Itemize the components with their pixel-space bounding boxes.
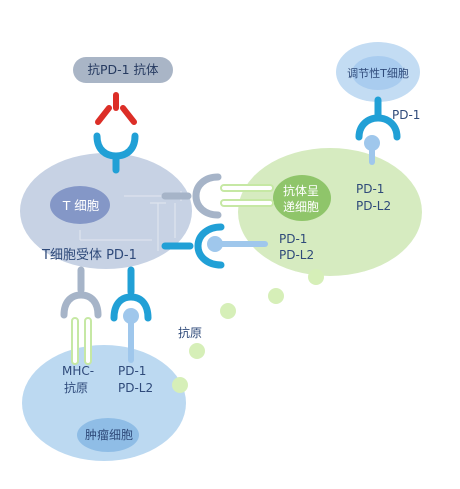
- tumor-cell-label: 肿瘤细胞: [84, 428, 133, 442]
- antigen-dots: [172, 269, 324, 393]
- tumor-mhc-label-line2: 抗原: [64, 381, 89, 395]
- regulatory-t-cell-nucleus: [352, 56, 404, 90]
- antigen-label: 抗原: [178, 326, 203, 340]
- t-cell-label: T 细胞: [62, 198, 100, 213]
- t-cell-receptor-bottom: [60, 266, 102, 319]
- tumor-pd1-label: PD-1: [118, 364, 147, 378]
- t-cell-nucleus: [50, 186, 110, 224]
- regulatory-t-cell-pd1-label: PD-1: [392, 108, 421, 122]
- regulatory-t-cell-pd1: [355, 96, 401, 141]
- apc-pdl2-label: PD-L2: [356, 199, 392, 213]
- tumor-pdl2: [123, 308, 139, 363]
- apc-pdl2-top: [364, 135, 380, 165]
- regulatory-t-cell-label: 调节性T细胞: [347, 67, 409, 80]
- tumor-cell-nucleus: [77, 418, 139, 452]
- t-cell-pd1-right: [161, 223, 225, 269]
- apc-label-line2: 递细胞: [282, 200, 319, 214]
- t-cell-receptor-labels: T细胞受体 PD-1: [42, 248, 137, 263]
- apc-pd1-label: PD-1: [356, 182, 385, 196]
- t-cell-receptor-gray: [161, 173, 222, 219]
- apc-mhc-antigen: [220, 184, 274, 207]
- t-cell-pd1-receptor-top: [93, 132, 139, 174]
- apc-label-line1: 抗体呈: [282, 184, 319, 198]
- apc-pdl2-side: [207, 236, 268, 252]
- tumor-cell: [22, 345, 186, 461]
- apc-inner-pd1-label: PD-1: [279, 232, 308, 246]
- anti-pd1-antibody: [95, 92, 137, 125]
- tumor-mhc-antigen: [71, 317, 92, 365]
- antibody-label: 抗PD-1 抗体: [73, 57, 173, 83]
- tumor-mhc-label-line1: MHC-: [62, 364, 95, 378]
- tumor-pdl2-label: PD-L2: [118, 381, 154, 395]
- apc-inner-pdl2-label: PD-L2: [279, 248, 315, 262]
- antigen-presenting-cell: [238, 148, 422, 276]
- t-cell-pd1-bottom: [110, 266, 152, 322]
- antigen-presenting-cell-nucleus: [273, 175, 331, 221]
